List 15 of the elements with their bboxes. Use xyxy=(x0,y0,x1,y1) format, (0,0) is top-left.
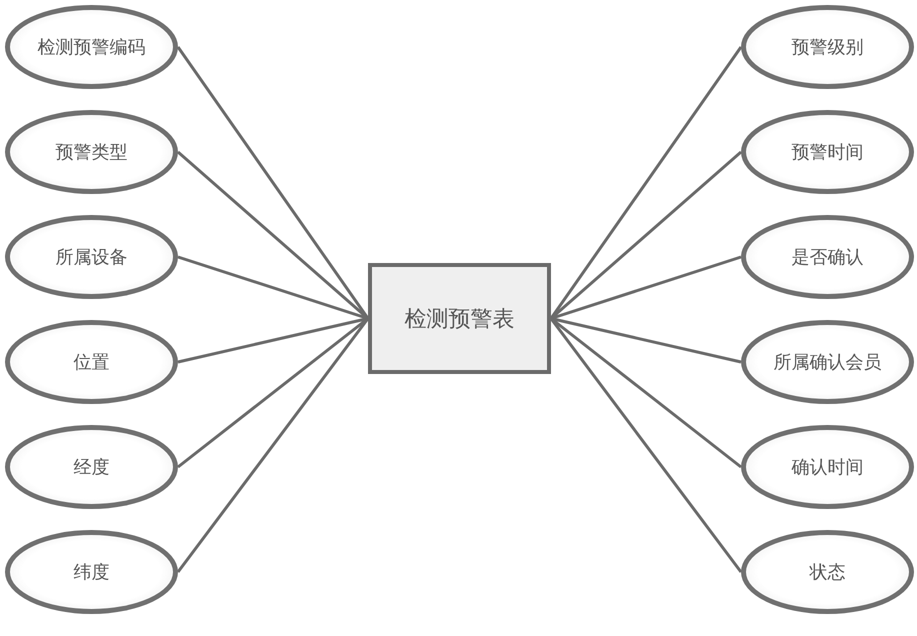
attribute-name: 所属确认会员 xyxy=(774,351,882,374)
attribute-name: 预警级别 xyxy=(792,36,864,59)
attribute-name: 确认时间 xyxy=(792,456,864,479)
entity-name: 检测预警表 xyxy=(404,306,514,334)
attribute-name: 状态 xyxy=(810,561,846,584)
connector-line xyxy=(176,318,370,573)
attribute-name: 经度 xyxy=(74,456,110,479)
attribute-name: 预警类型 xyxy=(56,141,128,164)
attribute-name: 纬度 xyxy=(74,561,110,584)
attribute-name: 是否确认 xyxy=(792,246,864,269)
attribute-name: 预警时间 xyxy=(792,141,864,164)
attribute-name: 位置 xyxy=(74,351,110,374)
attribute-name: 检测预警编码 xyxy=(38,36,146,59)
entity-box xyxy=(368,263,551,374)
attribute-name: 所属设备 xyxy=(56,246,128,269)
